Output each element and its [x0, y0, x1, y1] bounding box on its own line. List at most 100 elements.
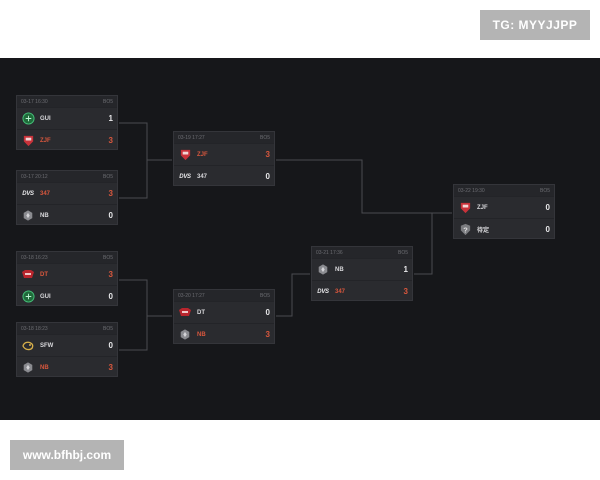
match-card-m7[interactable]: 03-21 17:36 BO5 NB 1 DVS 347 3 [311, 246, 413, 301]
match-format: BO5 [102, 325, 113, 332]
match-format: BO5 [539, 187, 550, 194]
match-header: 03-19 17:27 BO5 [174, 132, 274, 143]
nb-logo-icon [21, 361, 35, 375]
zjf-logo-icon [458, 201, 472, 215]
team-row[interactable]: NB 1 [312, 258, 412, 280]
match-header: 03-18 16:23 BO5 [17, 252, 117, 263]
watermark-bottom: www.bfhbj.com [10, 440, 124, 470]
match-format: BO5 [259, 134, 270, 141]
connector-m3 [119, 279, 172, 317]
match-card-m5[interactable]: 03-19 17:27 BO5 ZJF 3 DVS 347 0 [173, 131, 275, 186]
match-card-m6[interactable]: 03-20 17:27 BO5 DT 0 NB 3 [173, 289, 275, 344]
match-format: BO5 [397, 249, 408, 256]
team-row[interactable]: NB 3 [174, 323, 274, 345]
watermark-top: TG: MYYJJPP [480, 10, 590, 40]
team-name: ZJF [477, 204, 488, 211]
match-card-m1[interactable]: 03-17 16:30 BO5 GUI 1 ZJF 3 [16, 95, 118, 150]
team-row[interactable]: ZJF 0 [454, 196, 554, 218]
team-name: ZJF [197, 151, 208, 158]
match-date: 03-17 16:30 [21, 98, 48, 105]
match-format: BO5 [259, 292, 270, 299]
match-card-m4[interactable]: 03-18 18:23 BO5 SFW 0 NB 3 [16, 322, 118, 377]
team-score: 3 [108, 136, 113, 145]
zjf-logo-icon [21, 134, 35, 148]
match-card-m2[interactable]: 03-17 20:12 BO5 DVS 347 3 NB 0 [16, 170, 118, 225]
team-name: NB [40, 364, 49, 371]
connector-m2 [119, 160, 148, 199]
match-card-m3[interactable]: 03-18 16:23 BO5 DT 3 GUI 0 [16, 251, 118, 306]
team-score: 0 [108, 292, 113, 301]
tbd-logo-icon: ? [458, 223, 472, 237]
team-name: GUI [40, 293, 51, 300]
team-score: 3 [108, 363, 113, 372]
match-header: 03-17 20:12 BO5 [17, 171, 117, 182]
zjf-logo-icon [178, 148, 192, 162]
team-name: DT [40, 271, 48, 278]
team-name: 347 [197, 173, 208, 180]
match-format: BO5 [102, 98, 113, 105]
team-score: 0 [545, 225, 550, 234]
team-score: 3 [108, 189, 113, 198]
gui-logo-icon [21, 290, 35, 304]
team-name: ZJF [40, 137, 51, 144]
dvs-logo-icon: DVS [179, 173, 191, 180]
team-score: 1 [403, 265, 408, 274]
svg-text:?: ? [463, 225, 468, 234]
team-score: 3 [265, 330, 270, 339]
match-date: 03-19 17:27 [178, 134, 205, 141]
dt-logo-icon [178, 306, 192, 320]
team-row[interactable]: NB 0 [17, 204, 117, 226]
connector-m7 [414, 213, 433, 275]
team-score: 3 [108, 270, 113, 279]
team-name: DT [197, 309, 205, 316]
team-name: 待定 [477, 228, 490, 234]
team-row[interactable]: DT 3 [17, 263, 117, 285]
team-row[interactable]: DVS 347 0 [174, 165, 274, 187]
team-score: 0 [108, 211, 113, 220]
gui-logo-icon [21, 112, 35, 126]
team-score: 0 [265, 308, 270, 317]
match-header: 03-20 17:27 BO5 [174, 290, 274, 301]
team-row[interactable]: SFW 0 [17, 334, 117, 356]
match-header: 03-22 19:30 BO5 [454, 185, 554, 196]
team-score: 3 [403, 287, 408, 296]
team-row[interactable]: NB 3 [17, 356, 117, 378]
match-date: 03-21 17:36 [316, 249, 343, 256]
team-name: SFW [40, 342, 54, 349]
match-format: BO5 [102, 254, 113, 261]
match-header: 03-17 16:30 BO5 [17, 96, 117, 107]
dt-logo-icon [21, 268, 35, 282]
nb-logo-icon [316, 263, 330, 277]
connector-m6 [276, 273, 310, 317]
team-name: 347 [40, 190, 51, 197]
match-date: 03-20 17:27 [178, 292, 205, 299]
team-row[interactable]: GUI 0 [17, 285, 117, 307]
dvs-logo-icon: DVS [317, 288, 329, 295]
match-header: 03-21 17:36 BO5 [312, 247, 412, 258]
connector-m5 [276, 159, 452, 214]
team-name: NB [197, 331, 206, 338]
team-row[interactable]: DVS 347 3 [312, 280, 412, 302]
match-format: BO5 [102, 173, 113, 180]
match-date: 03-18 18:23 [21, 325, 48, 332]
team-row[interactable]: ZJF 3 [17, 129, 117, 151]
dvs-logo-icon: DVS [22, 190, 34, 197]
team-row[interactable]: ZJF 3 [174, 143, 274, 165]
team-row[interactable]: DT 0 [174, 301, 274, 323]
nb-logo-icon [21, 209, 35, 223]
match-date: 03-22 19:30 [458, 187, 485, 194]
match-card-m8[interactable]: 03-22 19:30 BO5 ZJF 0 ? 待定 0 [453, 184, 555, 239]
team-score: 3 [265, 150, 270, 159]
team-score: 0 [545, 203, 550, 212]
team-row[interactable]: DVS 347 3 [17, 182, 117, 204]
team-name: NB [335, 266, 344, 273]
team-name: GUI [40, 115, 51, 122]
sfw-logo-icon [21, 339, 35, 353]
team-score: 0 [265, 172, 270, 181]
match-header: 03-18 18:23 BO5 [17, 323, 117, 334]
team-row[interactable]: GUI 1 [17, 107, 117, 129]
team-row[interactable]: ? 待定 0 [454, 218, 554, 240]
nb-logo-icon [178, 328, 192, 342]
bracket-connectors [119, 122, 452, 351]
team-score: 0 [108, 341, 113, 350]
